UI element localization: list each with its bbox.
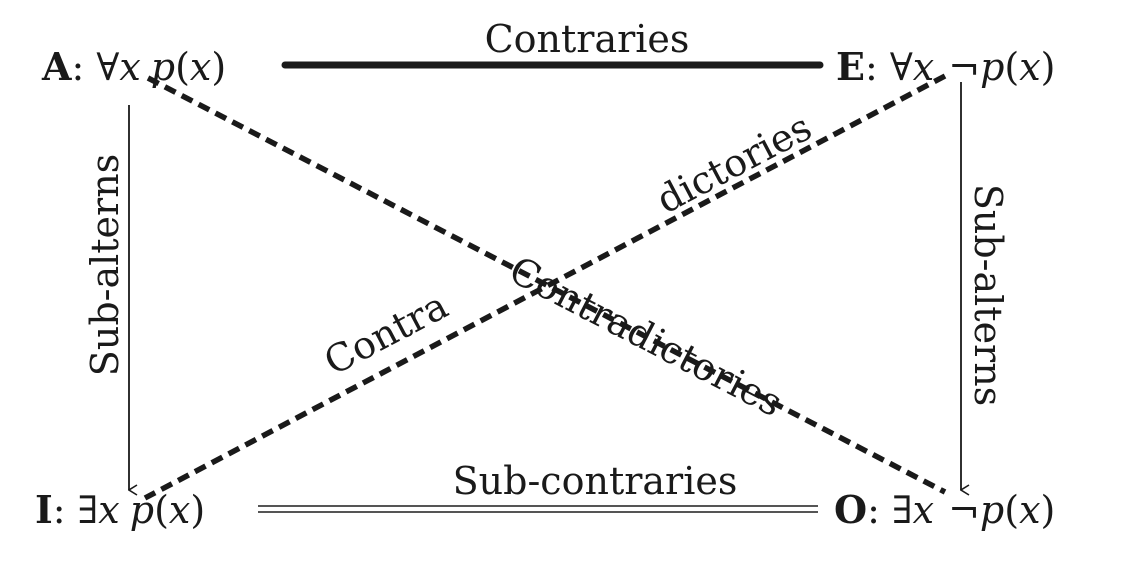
node-e: E: ∀x¬p(x) [836, 44, 1056, 89]
node-a-pred: p [151, 45, 175, 89]
node-e-arg: x [1019, 45, 1040, 89]
forall-icon: ∀ [96, 45, 119, 89]
node-e-sep: : [865, 45, 890, 89]
exists-icon: ∃ [78, 488, 99, 532]
node-a-sep: : [71, 45, 96, 89]
node-e-open: ( [1004, 45, 1019, 89]
node-i-open: ( [154, 488, 169, 532]
node-o-arg: x [1019, 488, 1040, 532]
node-o: O: ∃x¬p(x) [834, 487, 1055, 532]
node-o-close: ) [1041, 488, 1056, 532]
node-a-arg: x [190, 45, 211, 89]
node-i-sep: : [53, 488, 78, 532]
exists-icon: ∃ [892, 488, 913, 532]
contradictories-label-e-i-part2: dictories [649, 105, 818, 222]
contraries-label: Contraries [485, 17, 690, 61]
sub-alterns-left-label: Sub-alterns [83, 154, 127, 376]
node-i-close: ) [190, 488, 205, 532]
node-o-open: ( [1004, 488, 1019, 532]
node-o-sep: : [867, 488, 892, 532]
forall-icon: ∀ [890, 45, 913, 89]
node-o-var: x [913, 488, 934, 532]
contradictories-line-a-o [146, 75, 947, 495]
node-o-letter: O [834, 487, 867, 532]
node-i-letter: I [35, 487, 53, 532]
node-e-close: ) [1041, 45, 1056, 89]
node-e-var: x [913, 45, 934, 89]
node-o-pred: p [980, 488, 1004, 532]
node-a-open: ( [175, 45, 190, 89]
node-i-pred: p [130, 488, 154, 532]
node-e-pred: p [980, 45, 1004, 89]
node-a-letter: A [41, 44, 72, 89]
contradictories-label-a-o: Contradictories [502, 248, 789, 425]
node-i-arg: x [169, 488, 190, 532]
node-a-var: x [119, 45, 140, 89]
sub-contraries-label: Sub-contraries [453, 459, 738, 503]
negation-icon: ¬ [948, 488, 980, 532]
node-i-var: x [98, 488, 119, 532]
negation-icon: ¬ [948, 45, 980, 89]
node-a-close: ) [211, 45, 226, 89]
sub-alterns-right-label: Sub-alterns [966, 184, 1010, 406]
node-e-letter: E [836, 44, 865, 89]
